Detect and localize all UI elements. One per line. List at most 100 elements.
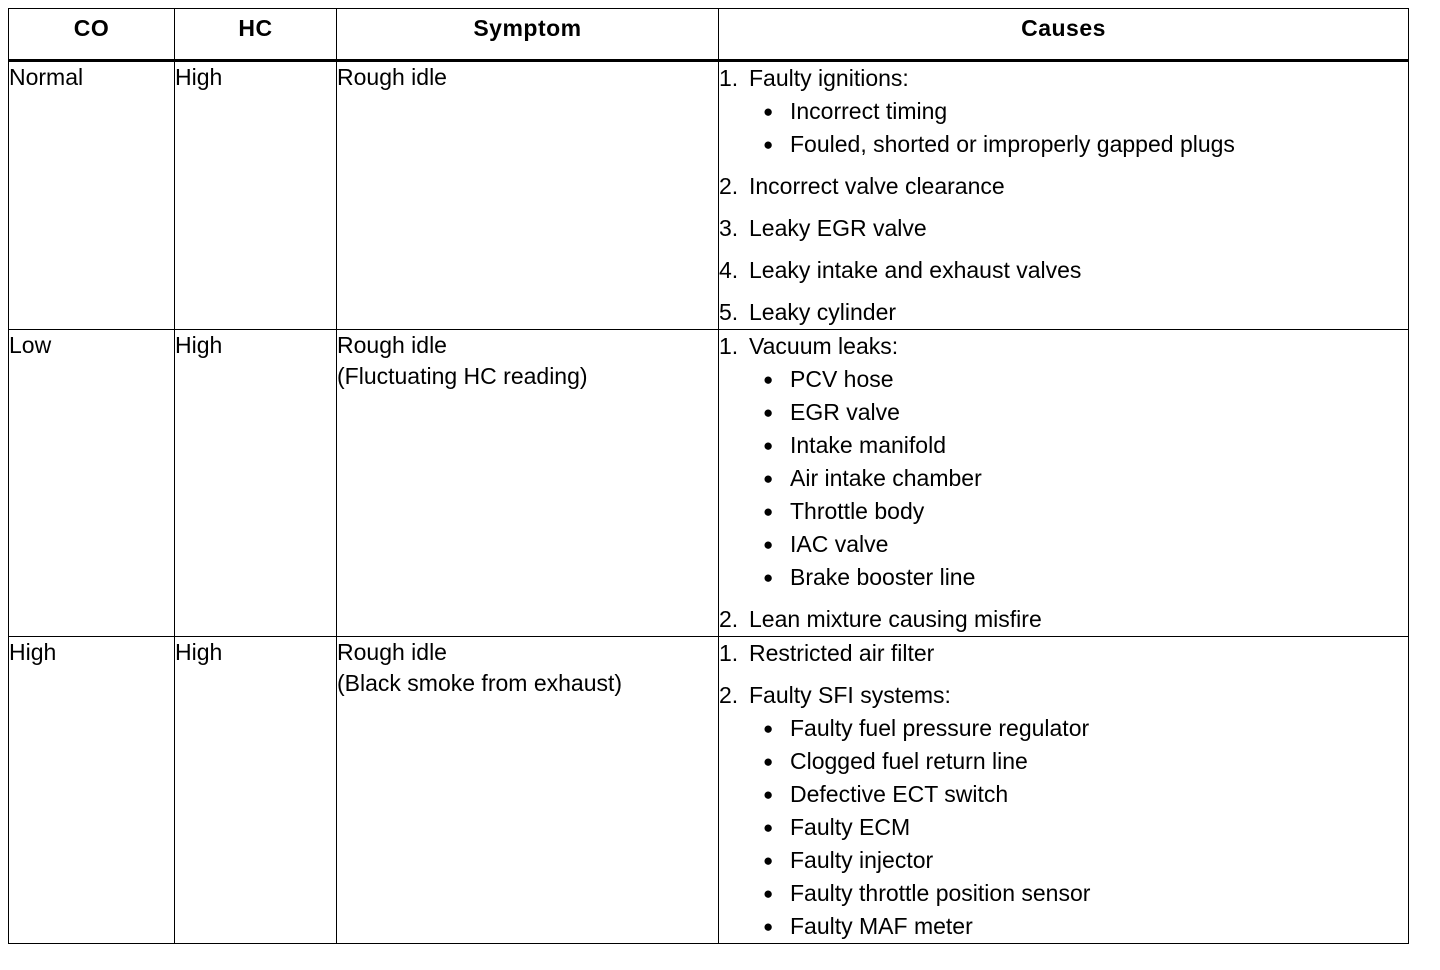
cell-hc: High: [174, 60, 337, 330]
bullet-icon: ●: [763, 785, 774, 804]
bullet-icon: ●: [763, 436, 774, 455]
table-row: Normal High Rough idle 1. Faulty ignition…: [8, 60, 1409, 330]
cell-co: High: [8, 636, 175, 944]
cause-item: 2.Incorrect valve clearance: [719, 170, 1408, 203]
bullet-icon: ●: [763, 135, 774, 154]
column-header-causes: Causes: [718, 8, 1409, 62]
cell-causes: 1. Restricted air filter 2. Faulty SFI sys…: [718, 636, 1409, 944]
sub-cause-text: Throttle body: [790, 498, 925, 524]
cause-line: 1. Restricted air filter: [719, 637, 1408, 670]
cause-number: 1.: [719, 333, 739, 359]
cell-causes: 1. Faulty ignitions: ● Incorrect timing ● F…: [718, 60, 1409, 330]
cause-list: 1. Faulty ignitions: ● Incorrect timing ● F…: [719, 62, 1408, 329]
cause-item: 4.Leaky intake and exhaust valves: [719, 254, 1408, 287]
column-header-hc: HC: [174, 8, 337, 62]
cause-text: Leaky intake and exhaust valves: [749, 257, 1082, 283]
cause-number: 2.: [719, 606, 739, 632]
sub-cause-text: Faulty injector: [790, 847, 934, 873]
diagnosis-table: CO HC Symptom Causes Normal High Rough i…: [8, 8, 1409, 944]
cause-item: 2. Faulty SFI systems: ● Faulty fuel press…: [719, 679, 1408, 943]
sub-cause-text: Incorrect timing: [790, 98, 948, 124]
cause-line: 2.Incorrect valve clearance: [719, 170, 1408, 203]
table-body: Normal High Rough idle 1. Faulty ignition…: [8, 60, 1409, 944]
sub-cause-text: Defective ECT switch: [790, 781, 1009, 807]
cause-line: 1. Faulty ignitions:: [719, 62, 1408, 95]
table-row: High High Rough idle (Black smoke from e…: [8, 636, 1409, 944]
sub-cause-item: ● Faulty ECM: [763, 811, 1408, 844]
sub-cause-list: ●PCV hose ●EGR valve ●Intake manifold ●A…: [719, 363, 1408, 594]
bullet-icon: ●: [763, 884, 774, 903]
sub-cause-item: ● PCV hose: [763, 363, 1408, 396]
cell-hc: High: [174, 329, 337, 637]
cause-number: 3.: [719, 215, 739, 241]
cause-number: 1.: [719, 640, 739, 666]
cell-symptom: Rough idle: [336, 60, 719, 330]
sub-cause-item: ● Incorrect timing: [763, 95, 1408, 128]
sub-cause-item: ● Throttle body: [763, 495, 1408, 528]
cause-item: 2. Lean mixture causing misfire: [719, 603, 1408, 636]
table-header: CO HC Symptom Causes: [8, 8, 1409, 62]
column-header-symptom: Symptom: [336, 8, 719, 62]
cause-text: Faulty SFI systems:: [749, 682, 951, 708]
bullet-icon: ●: [763, 469, 774, 488]
sub-cause-item: ● Brake booster line: [763, 561, 1408, 594]
bullet-icon: ●: [763, 535, 774, 554]
bullet-icon: ●: [763, 502, 774, 521]
cause-text: Leaky cylinder: [749, 299, 897, 325]
cause-item: 1. Faulty ignitions: ● Incorrect timing ● F…: [719, 62, 1408, 161]
bullet-icon: ●: [763, 568, 774, 587]
cause-line: 5. Leaky cylinder: [719, 296, 1408, 329]
sub-cause-list: ● Incorrect timing ● Fouled, shorted or im…: [719, 95, 1408, 161]
sub-cause-text: Faulty MAF meter: [790, 913, 973, 939]
cause-line: 1. Vacuum leaks:: [719, 330, 1408, 363]
bullet-icon: ●: [763, 102, 774, 121]
cell-symptom: Rough idle (Fluctuating HC reading): [336, 329, 719, 637]
sub-cause-item: ● Defective ECT switch: [763, 778, 1408, 811]
table-row: Low High Rough idle (Fluctuating HC read…: [8, 329, 1409, 637]
cause-number: 5.: [719, 299, 739, 325]
sub-cause-item: ● Air intake chamber: [763, 462, 1408, 495]
sub-cause-item: ● Faulty throttle position sensor: [763, 877, 1408, 910]
cause-number: 1.: [719, 65, 739, 91]
sub-cause-text: Faulty fuel pressure regulator: [790, 715, 1090, 741]
cell-hc: High: [174, 636, 337, 944]
cause-item: 3. Leaky EGR valve: [719, 212, 1408, 245]
sub-cause-text: Clogged fuel return line: [790, 748, 1028, 774]
cause-list: 1.Vacuum leaks: ●PCV hose ●EGR valve ●In…: [719, 330, 1408, 636]
sub-cause-list: ● Faulty fuel pressure regulator ● Clogged…: [719, 712, 1408, 943]
cause-text: Lean mixture causing misfire: [749, 606, 1042, 632]
sub-cause-item: ●EGR valve: [763, 396, 1408, 429]
cause-text: Vacuum leaks:: [749, 333, 899, 359]
cause-item: 1. Restricted air filter: [719, 637, 1408, 670]
cause-number: 2.: [719, 173, 739, 199]
cause-line: 3. Leaky EGR valve: [719, 212, 1408, 245]
bullet-icon: ●: [763, 818, 774, 837]
cause-line: 4.Leaky intake and exhaust valves: [719, 254, 1408, 287]
sub-cause-item: ● Faulty MAF meter: [763, 910, 1408, 943]
cause-text: Faulty ignitions:: [749, 65, 909, 91]
bullet-icon: ●: [763, 917, 774, 936]
bullet-icon: ●: [763, 719, 774, 738]
sub-cause-text: Fouled, shorted or improperly gapped plu…: [790, 131, 1235, 157]
cause-number: 2.: [719, 682, 739, 708]
sub-cause-text: PCV hose: [790, 366, 894, 392]
sub-cause-text: Brake booster line: [790, 564, 976, 590]
sub-cause-text: Faulty ECM: [790, 814, 911, 840]
cause-line: 2. Lean mixture causing misfire: [719, 603, 1408, 636]
cause-line: 2. Faulty SFI systems:: [719, 679, 1408, 712]
cause-list: 1. Restricted air filter 2. Faulty SFI sys…: [719, 637, 1408, 943]
sub-cause-text: Intake manifold: [790, 432, 946, 458]
bullet-icon: ●: [763, 370, 774, 389]
cause-item: 1.Vacuum leaks: ●PCV hose ●EGR valve ●In…: [719, 330, 1408, 594]
sub-cause-text: Air intake chamber: [790, 465, 982, 491]
cell-symptom: Rough idle (Black smoke from exhaust): [336, 636, 719, 944]
sub-cause-item: ● Intake manifold: [763, 429, 1408, 462]
cause-text: Restricted air filter: [749, 640, 935, 666]
sub-cause-text: Faulty throttle position sensor: [790, 880, 1091, 906]
sub-cause-text: EGR valve: [790, 399, 900, 425]
cell-co: Normal: [8, 60, 175, 330]
cause-text: Leaky EGR valve: [749, 215, 927, 241]
sub-cause-item: ●Faulty injector: [763, 844, 1408, 877]
sub-cause-item: ● Fouled, shorted or improperly gapped pl…: [763, 128, 1408, 161]
